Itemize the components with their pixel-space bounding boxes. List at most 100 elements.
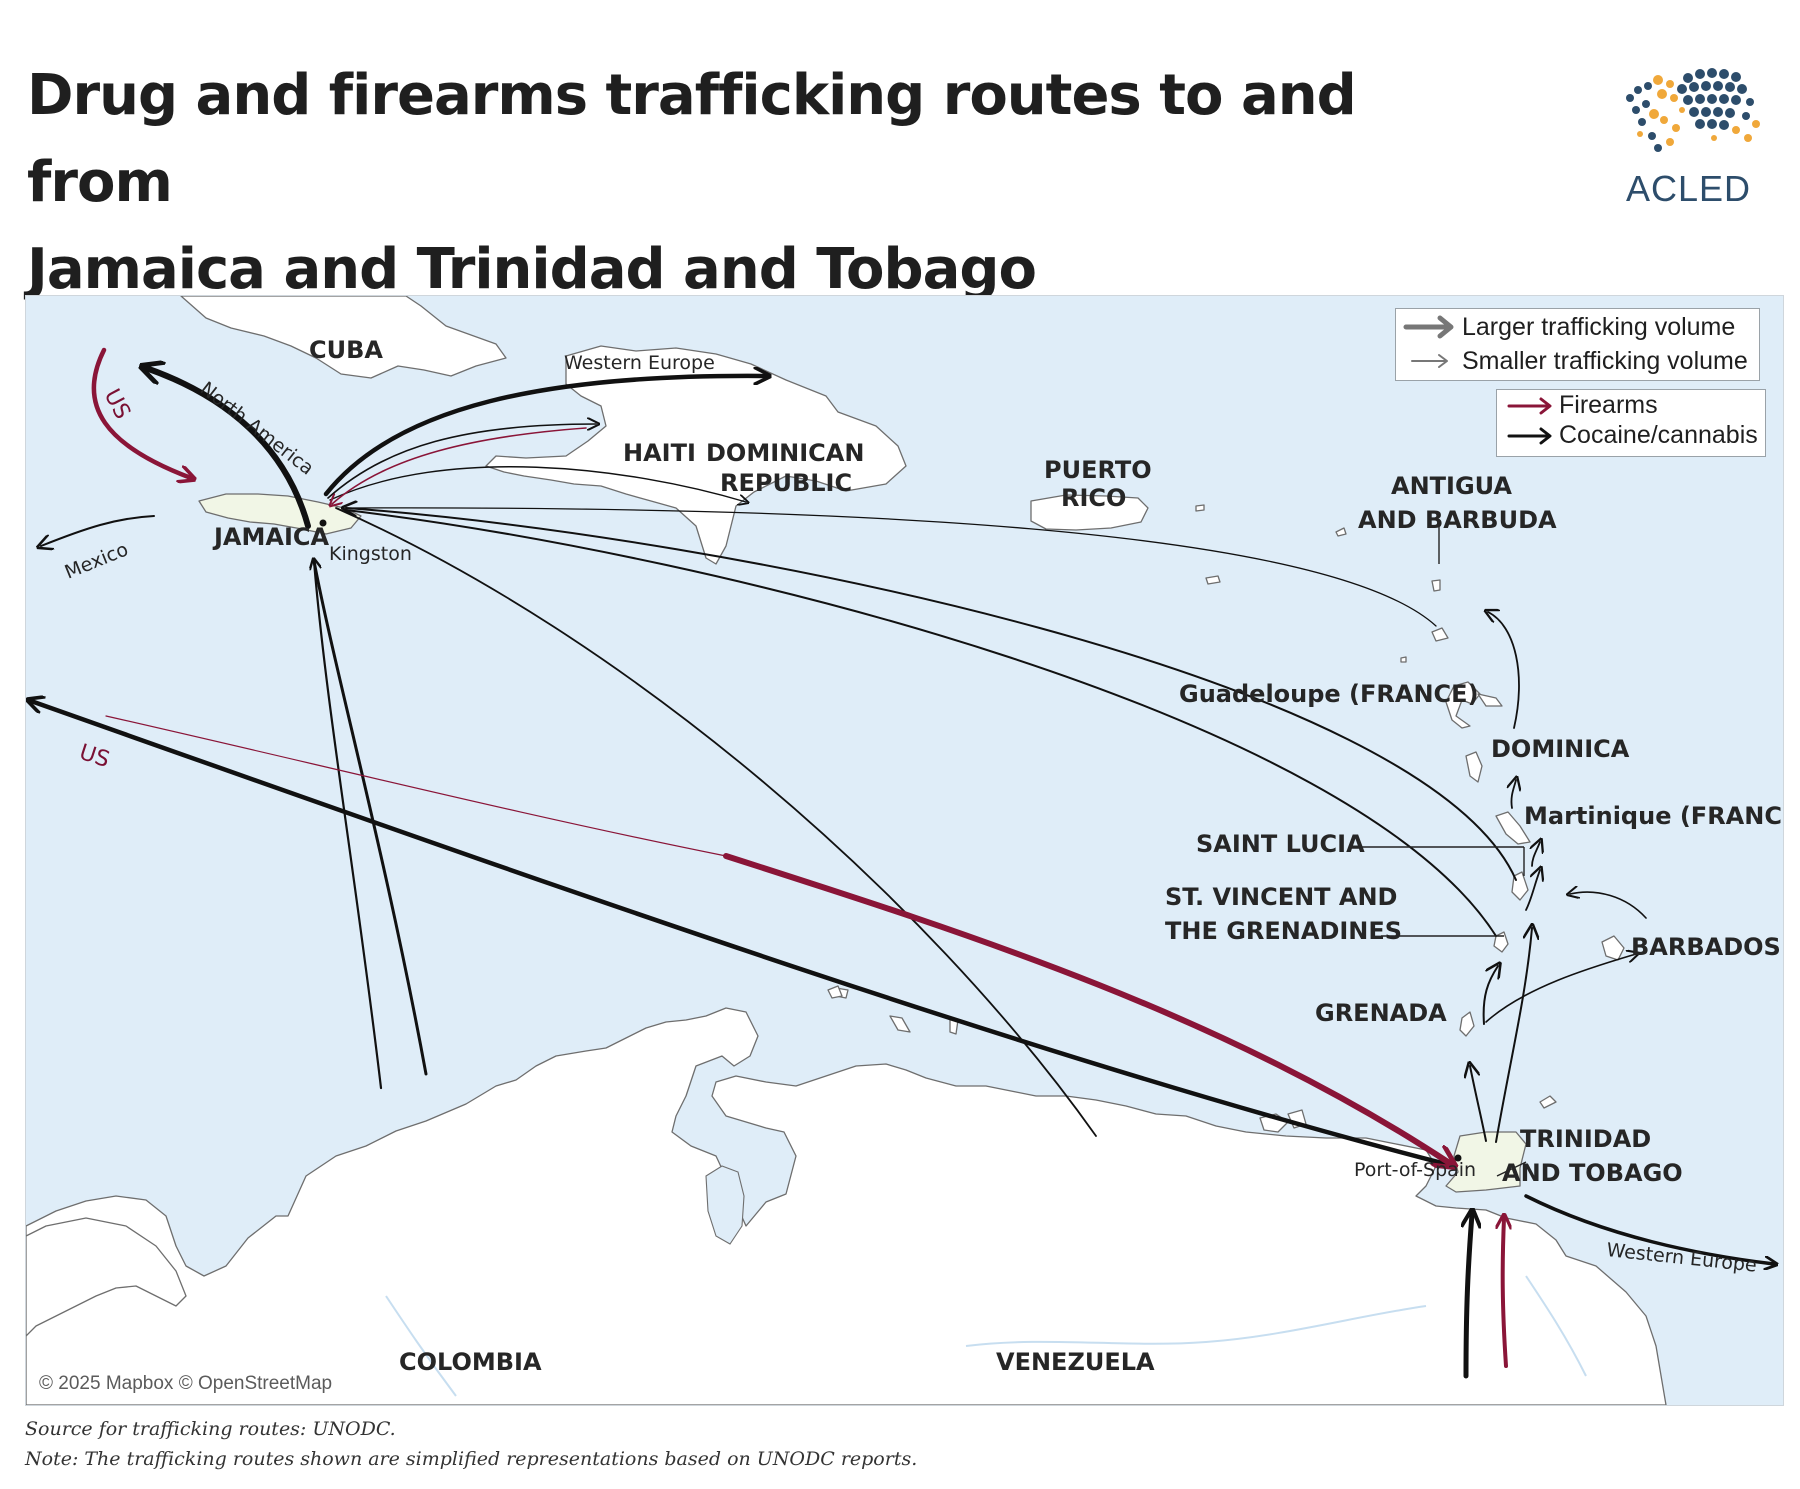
- label-martinique: Martinique (FRANCE): [1524, 802, 1783, 830]
- city-dot-port-of-spain: [1454, 1154, 1462, 1162]
- label-mexico: Mexico: [62, 538, 132, 583]
- legend-cocaine-label: Cocaine/cannabis: [1559, 421, 1758, 449]
- label-cuba: CUBA: [309, 336, 383, 364]
- small-arrow-icon: [1411, 354, 1448, 368]
- map[interactable]: CUBA HAITI DOMINICAN REPUBLIC PUERTO RIC…: [25, 295, 1784, 1406]
- route-south-trinidad-firearms: [1503, 1218, 1506, 1368]
- land-st-vincent: [1493, 931, 1509, 953]
- title-line-2: Jamaica and Trinidad and Tobago: [27, 237, 1037, 302]
- label-jamaica: JAMAICA: [212, 523, 330, 551]
- land-hispaniola: [485, 345, 907, 565]
- land-antigua: [1431, 627, 1449, 642]
- route-stvincent-stlucia: [1525, 870, 1540, 911]
- globe-dots-icon: [1626, 68, 1760, 152]
- route-grenada-barbados: [1485, 954, 1636, 1023]
- logo-text: ACLED: [1626, 168, 1752, 209]
- lake-maracaibo: [705, 1165, 745, 1245]
- route-trinidad-western-europe: [1524, 1194, 1774, 1264]
- label-north-america: North America: [196, 378, 318, 480]
- leader-lines: [1358, 526, 1527, 1177]
- firearms-arrow-icon: [1507, 397, 1552, 415]
- label-dominican-2: REPUBLIC: [720, 469, 852, 497]
- label-trinidad-2: AND TOBAGO: [1502, 1159, 1683, 1187]
- label-kingston: Kingston: [329, 543, 412, 565]
- label-colombia: COLOMBIA: [399, 1348, 542, 1376]
- land-barbados: [1601, 935, 1625, 961]
- label-trinidad-1: TRINIDAD: [1520, 1125, 1651, 1153]
- route-jamaica-dominican: [329, 466, 746, 502]
- legend-type: Firearms Cocaine/cannabis: [1496, 389, 1766, 457]
- route-stvincent-jamaica: [345, 509, 1497, 937]
- legend-row-cocaine: Cocaine/cannabis: [1497, 420, 1765, 450]
- label-grenada: GRENADA: [1315, 999, 1447, 1027]
- land-grenada: [1459, 1011, 1475, 1037]
- label-port-of-spain: Port-of-Spain: [1354, 1159, 1476, 1181]
- legend-row-smaller: Smaller trafficking volume: [1396, 344, 1759, 378]
- route-us-trinidad-firearms-thin: [105, 715, 727, 857]
- route-south-trinidad: [1466, 1214, 1472, 1379]
- label-puerto-rico-1: PUERTO: [1044, 456, 1152, 484]
- land-tobago: [1539, 1095, 1557, 1109]
- label-antigua-2: AND BARBUDA: [1358, 506, 1557, 534]
- label-dominica: DOMINICA: [1491, 735, 1630, 763]
- land-islet-b: [889, 1015, 911, 1033]
- label-st-vincent-2: THE GRENADINES: [1165, 917, 1402, 945]
- route-trinidad-grenada: [1470, 1066, 1487, 1142]
- route-trinidad-stlucia: [1495, 928, 1532, 1143]
- route-antigua-jamaica: [345, 507, 1437, 627]
- route-stlucia-jamaica: [346, 508, 1517, 881]
- label-barbados: BARBADOS: [1631, 933, 1781, 961]
- legend-volume: Larger trafficking volume Smaller traffi…: [1395, 308, 1760, 381]
- land-guadeloupe-east: [1477, 693, 1503, 707]
- land-barbuda: [1431, 579, 1441, 592]
- land-south-america: [26, 1007, 1667, 1405]
- legend-row-firearms: Firearms: [1497, 390, 1765, 420]
- label-western-europe-north: Western Europe: [564, 352, 715, 374]
- route-jamaica-western-europe: [323, 376, 766, 497]
- route-colombia-jamaica-2: [312, 559, 383, 1090]
- rivers: [385, 1275, 1587, 1397]
- route-us-trinidad-firearms: [723, 853, 1451, 1164]
- land-cuba: [180, 296, 507, 379]
- land-guadeloupe: [1445, 681, 1481, 729]
- land-island-3: [1205, 575, 1221, 585]
- route-martinique-dominica: [1511, 780, 1516, 809]
- title-line-1: Drug and firearms trafficking routes to …: [27, 63, 1357, 215]
- map-canvas[interactable]: CUBA HAITI DOMINICAN REPUBLIC PUERTO RIC…: [26, 296, 1783, 1405]
- land-panama: [26, 1217, 187, 1337]
- label-guadeloupe: Guadeloupe (FRANCE): [1179, 680, 1479, 708]
- legend-larger-label: Larger trafficking volume: [1462, 313, 1736, 341]
- city-dot-kingston: [319, 519, 327, 527]
- route-dominica-antigua: [1488, 612, 1520, 729]
- land-island-2: [1335, 527, 1347, 537]
- page-title: Drug and firearms trafficking routes to …: [27, 52, 1487, 313]
- legend-smaller-label: Smaller trafficking volume: [1462, 347, 1748, 375]
- route-jamaica-north-america: [146, 368, 311, 529]
- route-venezuela-jamaica: [335, 507, 1097, 1137]
- label-st-vincent-1: ST. VINCENT AND: [1165, 883, 1397, 911]
- label-venezuela: VENEZUELA: [996, 1348, 1155, 1376]
- route-grenada-stvincent: [1482, 966, 1498, 1025]
- trafficking-routes: [31, 347, 1774, 1379]
- label-haiti: HAITI: [623, 439, 696, 467]
- legend-row-larger: Larger trafficking volume: [1396, 310, 1759, 344]
- map-attribution[interactable]: © 2025 Mapbox © OpenStreetMap: [39, 1373, 333, 1394]
- large-arrow-icon: [1403, 315, 1454, 339]
- route-jamaica-mexico: [41, 515, 155, 546]
- source-note: Source for trafficking routes: UNODC.: [25, 1418, 396, 1440]
- label-dominican-1: DOMINICAN: [706, 439, 864, 467]
- land-aruba: [827, 985, 843, 999]
- route-stlucia-martinique: [1532, 842, 1540, 867]
- cocaine-arrow-icon: [1507, 427, 1552, 445]
- legend-firearms-label: Firearms: [1559, 391, 1658, 419]
- land-masses: [26, 296, 1667, 1405]
- route-colombia-jamaica-1: [314, 561, 428, 1076]
- label-saint-lucia: SAINT LUCIA: [1196, 830, 1365, 858]
- route-barbados-stlucia: [1570, 892, 1647, 919]
- land-montserrat: [1400, 656, 1407, 663]
- label-us-trinidad: US: [76, 740, 112, 773]
- label-antigua-1: ANTIGUA: [1391, 472, 1512, 500]
- land-island-1: [1195, 504, 1205, 512]
- route-jamaica-haiti: [327, 424, 596, 499]
- land-puerto-rico: [1030, 494, 1149, 531]
